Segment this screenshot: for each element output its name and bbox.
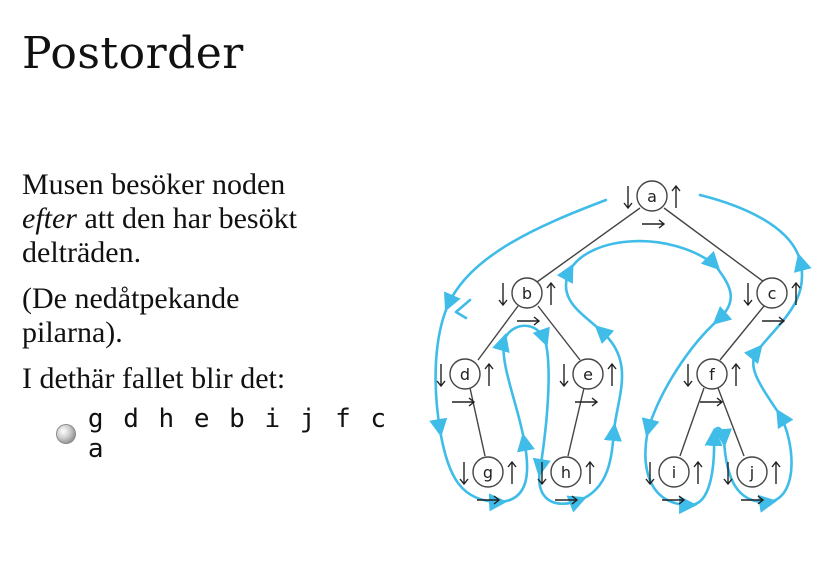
svg-text:i: i	[672, 463, 676, 482]
explanation-line-2: att den har besökt	[76, 202, 297, 235]
svg-text:e: e	[583, 365, 593, 384]
edge-d-g	[469, 387, 486, 457]
result-intro: I dethär fallet blir det:	[22, 362, 286, 395]
tree-node-e: e	[559, 358, 617, 407]
tree-node-g: g	[459, 456, 517, 505]
tree-node-f: f	[683, 358, 741, 407]
edge-b-e	[537, 305, 581, 361]
explanation-line-1: Musen besöker noden	[22, 168, 286, 201]
svg-text:b: b	[522, 284, 532, 303]
text-block: Musen besöker noden efter att den har be…	[22, 168, 422, 464]
result-row: g d h e b i j f c a	[56, 404, 422, 464]
explanation-paragraph: Musen besöker noden efter att den har be…	[22, 168, 422, 270]
bullet-icon	[56, 424, 76, 444]
tree-node-h: h	[537, 456, 595, 505]
edge-e-h	[567, 387, 585, 457]
svg-text:g: g	[483, 463, 493, 482]
slide-title: Postorder	[22, 28, 244, 79]
edge-a-b	[536, 207, 641, 283]
tree-node-i: i	[645, 456, 703, 505]
tree-node-j: j	[723, 456, 781, 505]
edge-f-j	[717, 387, 745, 457]
parenthetical-line-2: pilarna).	[22, 316, 123, 349]
explanation-emphasis: efter	[22, 202, 77, 235]
edge-a-c	[663, 207, 765, 283]
tour-arrow-start	[454, 298, 472, 320]
explanation-line-3: delträden.	[22, 236, 142, 269]
svg-text:f: f	[709, 365, 715, 384]
svg-text:a: a	[647, 187, 657, 206]
tree-node-b: b	[498, 277, 556, 326]
edge-f-i	[679, 387, 705, 457]
edge-b-d	[477, 305, 519, 361]
euler-tour-path	[429, 193, 812, 515]
svg-text:c: c	[768, 284, 777, 303]
tree-node-c: c	[743, 277, 801, 326]
postorder-sequence: g d h e b i j f c a	[87, 404, 389, 464]
parenthetical-line-1: (De nedåtpekande	[22, 282, 240, 315]
tree-node-d: d	[436, 358, 494, 407]
svg-text:j: j	[749, 463, 754, 482]
svg-text:d: d	[460, 365, 470, 384]
svg-text:h: h	[561, 463, 571, 482]
tree-node-a: a	[623, 180, 681, 229]
parenthetical-paragraph: (De nedåtpekande pilarna).	[22, 282, 422, 350]
